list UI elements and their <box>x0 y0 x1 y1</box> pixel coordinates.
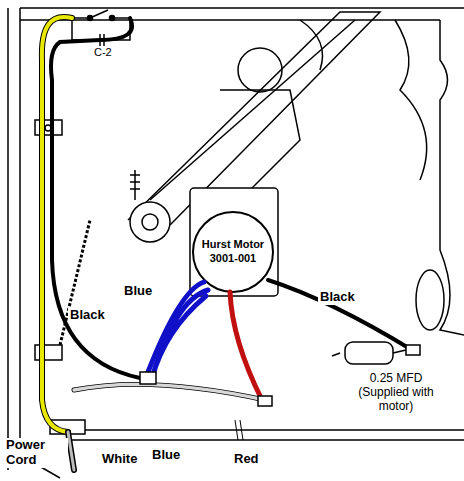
motor-body: Hurst Motor 3001-001 <box>199 218 267 286</box>
capacitor-label: C-2 <box>92 46 114 59</box>
wire-label: Red <box>232 452 261 467</box>
wire-label: White <box>100 452 139 467</box>
cord-label: Power Cord <box>4 438 68 468</box>
motor-label: Hurst Motor 3001-001 <box>199 238 267 266</box>
capacitor-label: 0.25 MFD (Supplied with motor) <box>352 372 440 413</box>
wire-label: Black <box>318 290 357 305</box>
wire-label: Black <box>68 308 107 323</box>
wire-label: Blue <box>122 284 154 299</box>
wire-label: Blue <box>150 448 182 463</box>
